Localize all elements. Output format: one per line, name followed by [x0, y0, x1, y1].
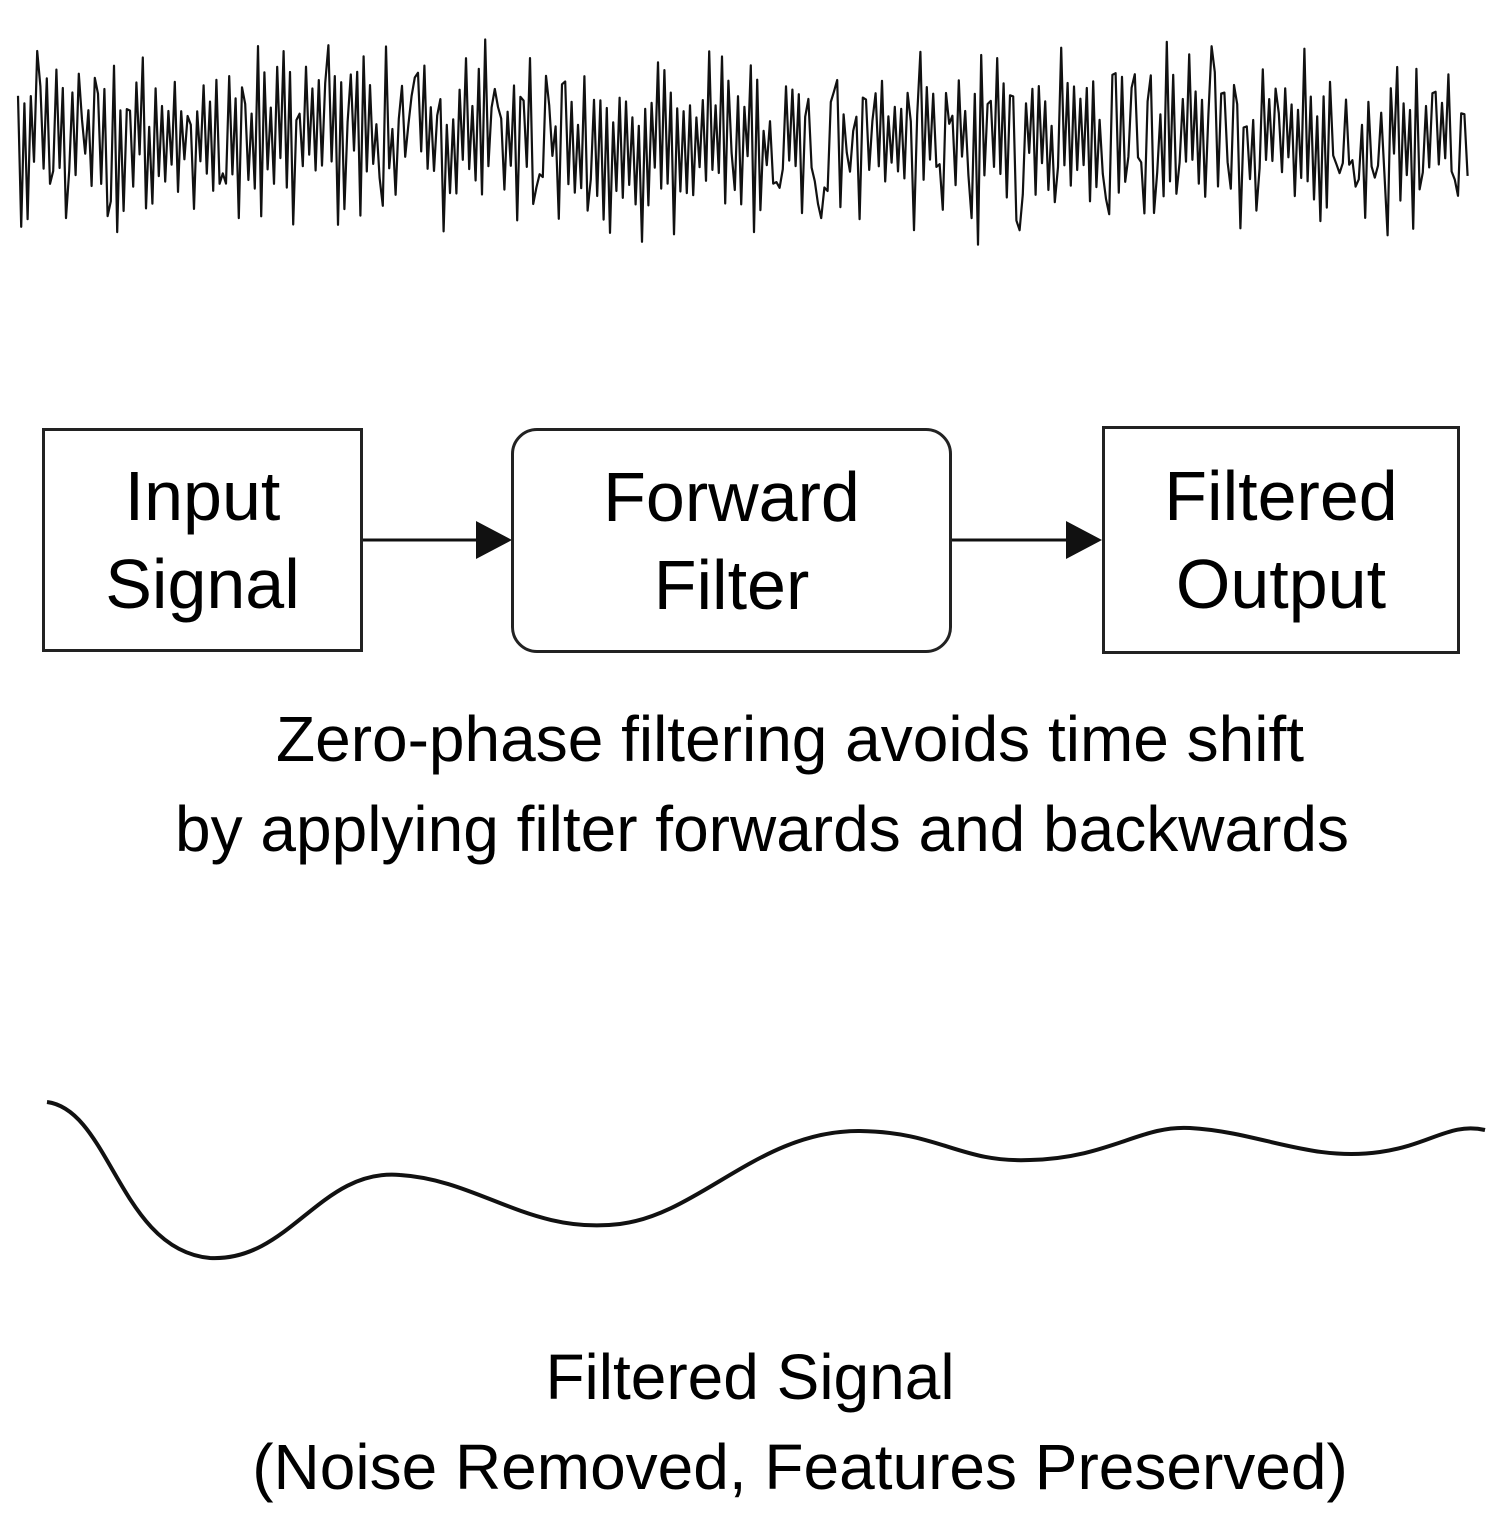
forward-filter-block: Forward Filter	[511, 428, 952, 653]
input-signal-block: Input Signal	[42, 428, 363, 652]
forward-filter-label-line1: Forward	[603, 457, 860, 536]
input-signal-label-line1: Input	[124, 457, 281, 535]
forward-filter-label-line2: Filter	[653, 545, 810, 624]
filtered-output-label-line1: Filtered	[1164, 457, 1398, 535]
filtered-signal-caption-line2: (Noise Removed, Features Preserved)	[252, 1431, 1348, 1503]
noisy-input-waveform	[16, 38, 1469, 246]
arrow-filter-to-output	[951, 521, 1102, 559]
smooth-filtered-waveform	[46, 1100, 1486, 1261]
zero-phase-caption-line1: Zero-phase filtering avoids time shift	[276, 703, 1304, 775]
arrow-input-to-filter	[362, 521, 512, 559]
input-signal-label-line2: Signal	[105, 545, 300, 623]
zero-phase-caption: Zero-phase filtering avoids time shift b…	[0, 694, 1500, 874]
filtered-output-label-line2: Output	[1175, 545, 1387, 623]
filtered-output-block: Filtered Output	[1102, 426, 1460, 654]
filtered-signal-caption-line1: Filtered Signal	[545, 1341, 955, 1413]
filtered-signal-caption: Filtered Signal (Noise Removed, Features…	[0, 1332, 1500, 1512]
zero-phase-caption-line2: by applying filter forwards and backward…	[175, 793, 1349, 865]
